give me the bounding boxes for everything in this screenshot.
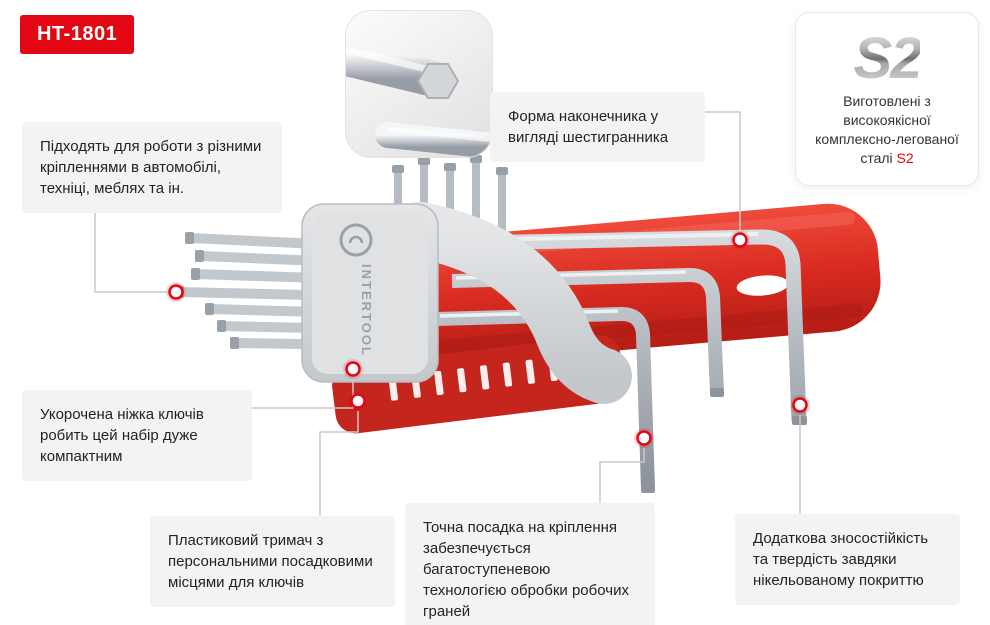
callout-holder: Пластиковий тримач з персональними посад… — [150, 516, 395, 607]
s2-steel-grade: S2 — [896, 149, 914, 166]
brand-logo-icon — [339, 223, 373, 257]
tip-detail-image — [346, 39, 492, 157]
hex-keys — [435, 229, 807, 493]
s2-logo: S2 — [853, 26, 923, 92]
s2-steel-card: S2 Виготовлені з високоякісної комплексн… — [795, 12, 979, 186]
callout-short-leg: Укорочена ніжка ключів робить цей набір … — [22, 390, 252, 481]
upper-rod-tips — [392, 155, 508, 175]
callout-tip-shape: Форма наконечника у вигляді шестигранник… — [490, 92, 705, 162]
callout-fasteners: Підходять для роботи з різними кріплення… — [22, 122, 282, 213]
product-code-badge: HT-1801 — [20, 15, 135, 54]
callout-precise-fit: Точна посадка на кріплення забезпечуєтьс… — [405, 503, 655, 625]
brand-text: INTERTOOL — [359, 264, 374, 357]
tip-detail-inset — [345, 10, 493, 158]
holder-clip: INTERTOOL — [301, 202, 632, 404]
key-end-caps — [641, 388, 807, 493]
s2-description: Виготовлені з високоякісної комплексно-л… — [804, 92, 970, 168]
s2-description-text: Виготовлені з високоякісної комплексно-л… — [815, 93, 959, 166]
callout-coating: Додаткова зносостійкість та твердість за… — [735, 514, 960, 605]
